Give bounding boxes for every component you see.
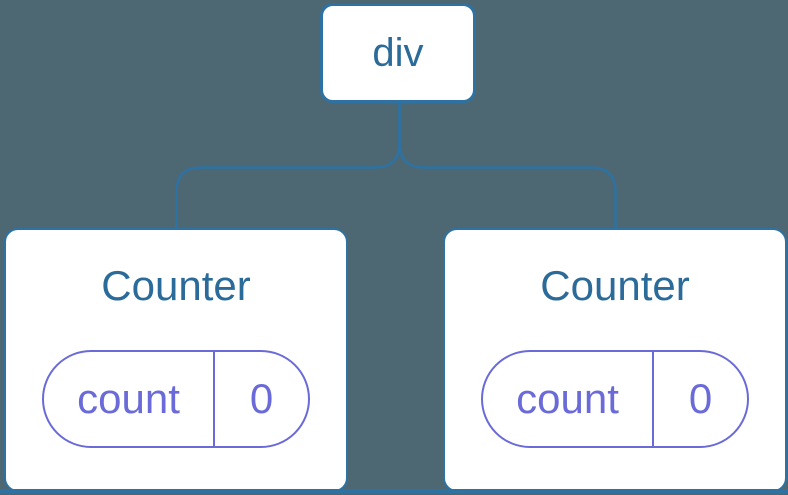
counter-left-label: Counter xyxy=(101,262,251,309)
counter-right-state-key: count xyxy=(516,375,619,422)
counter-right-state-pill: count 0 xyxy=(481,350,749,448)
connector-right-branch xyxy=(398,103,617,229)
counter-left-state-pill-divider xyxy=(213,352,215,446)
tree-node-counter-right: Counter count 0 xyxy=(443,228,787,492)
tree-node-counter-left: Counter count 0 xyxy=(4,228,348,492)
counter-right-label: Counter xyxy=(540,262,690,309)
counter-left-state-key: count xyxy=(77,375,180,422)
bottom-edge-line xyxy=(0,488,788,493)
counter-right-state-pill-divider xyxy=(652,352,654,446)
tree-node-div: div xyxy=(320,3,476,103)
counter-left-state-value: 0 xyxy=(249,375,274,422)
tree-node-div-label: div xyxy=(372,30,424,75)
connector-left-branch xyxy=(175,103,401,229)
counter-right-state-value: 0 xyxy=(688,375,713,422)
counter-left-state-pill: count 0 xyxy=(42,350,310,448)
